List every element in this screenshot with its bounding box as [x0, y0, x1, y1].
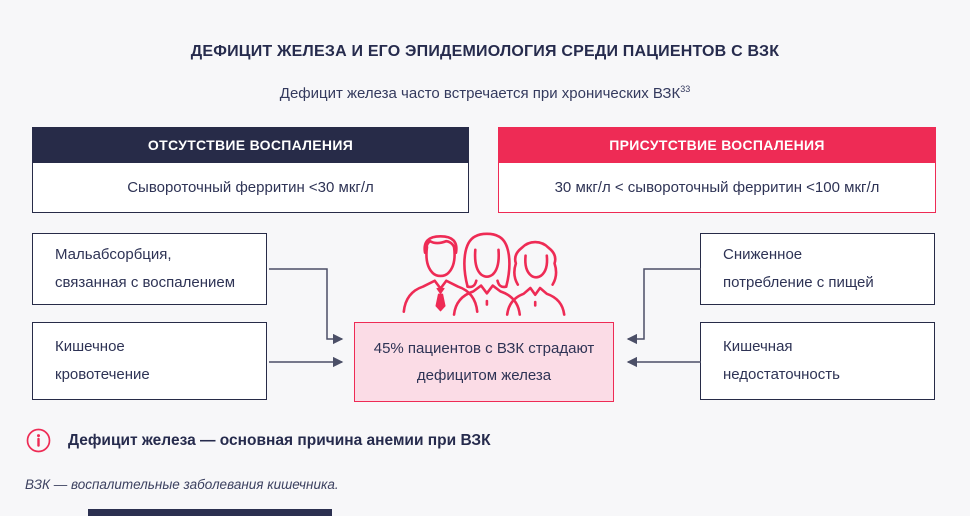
arrow-right-top [626, 268, 701, 345]
cause-line: потребление с пищей [723, 274, 874, 291]
key-stat-line: 45% пациентов с ВЗК страдают [373, 340, 595, 357]
arrow-left-top [269, 268, 344, 345]
no-inflammation-panel: ОТСУТСТВИЕ ВОСПАЛЕНИЯ Сывороточный ферри… [32, 127, 469, 213]
cause-box-malabsorption: Мальабсорбция, связанная с воспалением [32, 233, 267, 305]
inflammation-value: 30 мкг/л < сывороточный ферритин <100 мк… [498, 163, 936, 213]
cause-box-intestinal-insufficiency: Кишечная недостаточность [700, 322, 935, 400]
page-subtitle: Дефицит железа часто встречается при хро… [0, 84, 970, 102]
key-message: Дефицит железа — основная причина анемии… [68, 432, 491, 449]
page-title: ДЕФИЦИТ ЖЕЛЕЗА И ЕГО ЭПИДЕМИОЛОГИЯ СРЕДИ… [190, 43, 780, 60]
page-subtitle-text: Дефицит железа часто встречается при хро… [279, 85, 681, 102]
cause-line: Мальабсорбция, [55, 246, 172, 263]
cause-line: Кишечная [723, 338, 793, 355]
no-inflammation-value: Сывороточный ферритин <30 мкг/л [32, 163, 469, 213]
footnote-abbreviation: ВЗК — воспалительные заболевания кишечни… [25, 477, 339, 492]
inflammation-header: ПРИСУТСТВИЕ ВОСПАЛЕНИЯ [498, 127, 936, 163]
people-group-icon [402, 232, 566, 316]
cause-box-reduced-intake: Сниженное потребление с пищей [700, 233, 935, 305]
cause-line: недостаточность [723, 366, 840, 383]
info-icon [26, 428, 51, 453]
cause-line: Сниженное [723, 246, 803, 263]
inflammation-panel: ПРИСУТСТВИЕ ВОСПАЛЕНИЯ 30 мкг/л < сыворо… [498, 127, 936, 213]
cause-box-bleeding: Кишечное кровотечение [32, 322, 267, 400]
key-stat-box: 45% пациентов с ВЗК страдают дефицитом ж… [354, 322, 614, 402]
cause-line: связанная с воспалением [55, 274, 236, 291]
reference-superscript: 33 [680, 84, 691, 94]
key-stat-line: дефицитом железа [416, 367, 552, 384]
no-inflammation-header: ОТСУТСТВИЕ ВОСПАЛЕНИЯ [32, 127, 469, 163]
cause-line: кровотечение [55, 366, 150, 383]
slide-progress-bar [88, 509, 332, 516]
cause-line: Кишечное [55, 338, 125, 355]
